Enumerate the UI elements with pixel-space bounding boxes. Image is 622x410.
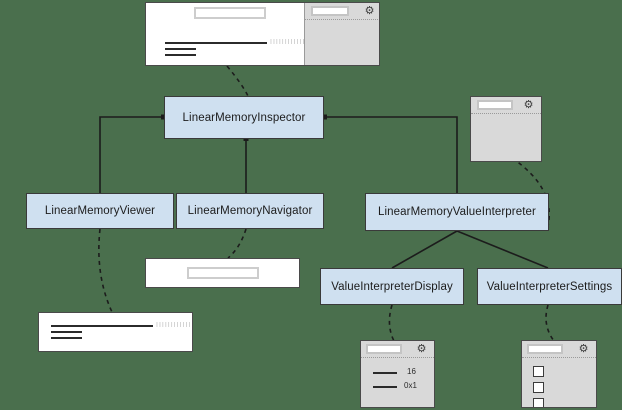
mockup-inspector-side-toolbar: ⚙ xyxy=(305,3,379,20)
mockup-interpreter-toolbar: ⚙ xyxy=(471,97,541,114)
mockup-settings-field[interactable] xyxy=(527,344,563,354)
mockup-inspector-main: IIIIIIIIIIII xyxy=(146,3,304,65)
mockup-settings: ⚙ xyxy=(521,340,597,408)
mockup-display-toolbar: ⚙ xyxy=(361,341,434,358)
settings-checkbox[interactable] xyxy=(533,398,544,407)
mockup-settings-toolbar: ⚙ xyxy=(522,341,596,358)
node-label: ValueInterpreterDisplay xyxy=(331,280,453,293)
memory-byte-group xyxy=(245,42,267,44)
mockup-interpreter-panel: ⚙ xyxy=(470,96,542,162)
settings-checkbox[interactable] xyxy=(533,366,544,377)
gear-icon[interactable]: ⚙ xyxy=(578,343,589,355)
gear-icon[interactable]: ⚙ xyxy=(416,343,427,355)
mockup-navigator xyxy=(145,258,300,288)
node-label: ValueInterpreterSettings xyxy=(486,280,613,293)
mockup-viewer: IIIIIIIIIIII xyxy=(38,312,193,352)
memory-byte-group xyxy=(194,42,222,44)
node-value-interpreter-display[interactable]: ValueInterpreterDisplay xyxy=(320,268,464,305)
mockup-inspector-side-panel: ⚙ xyxy=(304,3,379,65)
mockup-inspector-side-field[interactable] xyxy=(311,6,349,16)
gear-icon[interactable]: ⚙ xyxy=(364,5,375,17)
mockup-navigator-address-field[interactable] xyxy=(187,267,259,279)
node-linear-memory-viewer[interactable]: LinearMemoryViewer xyxy=(26,193,174,229)
value-row-label xyxy=(373,372,397,374)
mockup-inspector-search-field[interactable] xyxy=(194,7,266,19)
node-label: LinearMemoryValueInterpreter xyxy=(378,206,536,218)
memory-ascii-column: IIIIIIIIIIII xyxy=(156,322,192,329)
memory-byte-group xyxy=(81,325,107,327)
value-row-value: 16 xyxy=(407,367,416,376)
mockup-display-field[interactable] xyxy=(366,344,402,354)
memory-address-line xyxy=(51,331,82,333)
node-linear-memory-navigator[interactable]: LinearMemoryNavigator xyxy=(176,193,324,229)
memory-byte-group xyxy=(105,325,131,327)
node-linear-memory-value-interpreter[interactable]: LinearMemoryValueInterpreter xyxy=(365,193,549,231)
memory-address-line xyxy=(165,48,196,50)
mockup-inspector: IIIIIIIIIIII ⚙ xyxy=(145,2,380,66)
node-label: LinearMemoryNavigator xyxy=(187,205,313,217)
memory-address-line xyxy=(165,42,196,44)
mockup-interpreter-field[interactable] xyxy=(477,100,513,110)
node-value-interpreter-settings[interactable]: ValueInterpreterSettings xyxy=(477,268,622,305)
node-linear-memory-inspector[interactable]: LinearMemoryInspector xyxy=(164,96,324,139)
memory-address-line xyxy=(165,54,196,56)
value-row-value: 0x1 xyxy=(404,381,417,390)
memory-address-line xyxy=(51,325,82,327)
node-label: LinearMemoryViewer xyxy=(44,205,156,217)
memory-byte-group xyxy=(217,42,245,44)
node-label: LinearMemoryInspector xyxy=(182,111,306,124)
memory-ascii-column: IIIIIIIIIIII xyxy=(270,39,306,46)
gear-icon[interactable]: ⚙ xyxy=(523,99,534,111)
mockup-display: ⚙ 16 0x1 xyxy=(360,340,435,408)
settings-checkbox[interactable] xyxy=(533,382,544,393)
memory-byte-group xyxy=(131,325,153,327)
value-row-label xyxy=(373,386,397,388)
memory-address-line xyxy=(51,337,82,339)
